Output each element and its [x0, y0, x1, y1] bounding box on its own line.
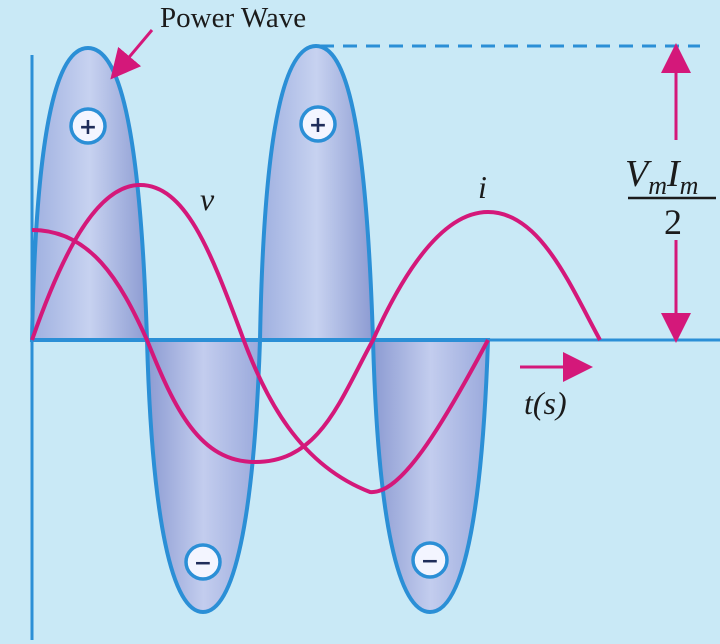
formula-m1: m	[648, 171, 667, 200]
minus-sign-icon: −	[184, 543, 222, 581]
minus-sign-icon: −	[411, 541, 449, 579]
power-lobe-positive-2	[257, 43, 376, 342]
plus-sign-icon: +	[299, 105, 337, 143]
power-lobe-negative-1	[144, 338, 263, 615]
current-label: i	[478, 169, 487, 205]
svg-text:+: +	[79, 115, 97, 140]
formula-i: I	[666, 153, 682, 195]
plus-sign-icon: +	[69, 107, 107, 145]
voltage-label: v	[200, 181, 215, 217]
formula-denominator: 2	[664, 202, 682, 242]
power-lobe-negative-2	[370, 338, 491, 615]
time-axis-label: t(s)	[524, 385, 567, 421]
svg-text:+: +	[309, 113, 327, 138]
current-curve	[31, 209, 602, 465]
formula-m2: m	[680, 171, 699, 200]
power-wave-label: Power Wave	[160, 2, 306, 34]
power-wave-pointer	[110, 29, 154, 80]
voltage-curve	[30, 182, 490, 495]
svg-text:−: −	[194, 551, 212, 576]
formula-numerator: VmIm	[625, 153, 698, 200]
svg-text:−: −	[421, 549, 439, 574]
formula-v: V	[625, 153, 652, 195]
